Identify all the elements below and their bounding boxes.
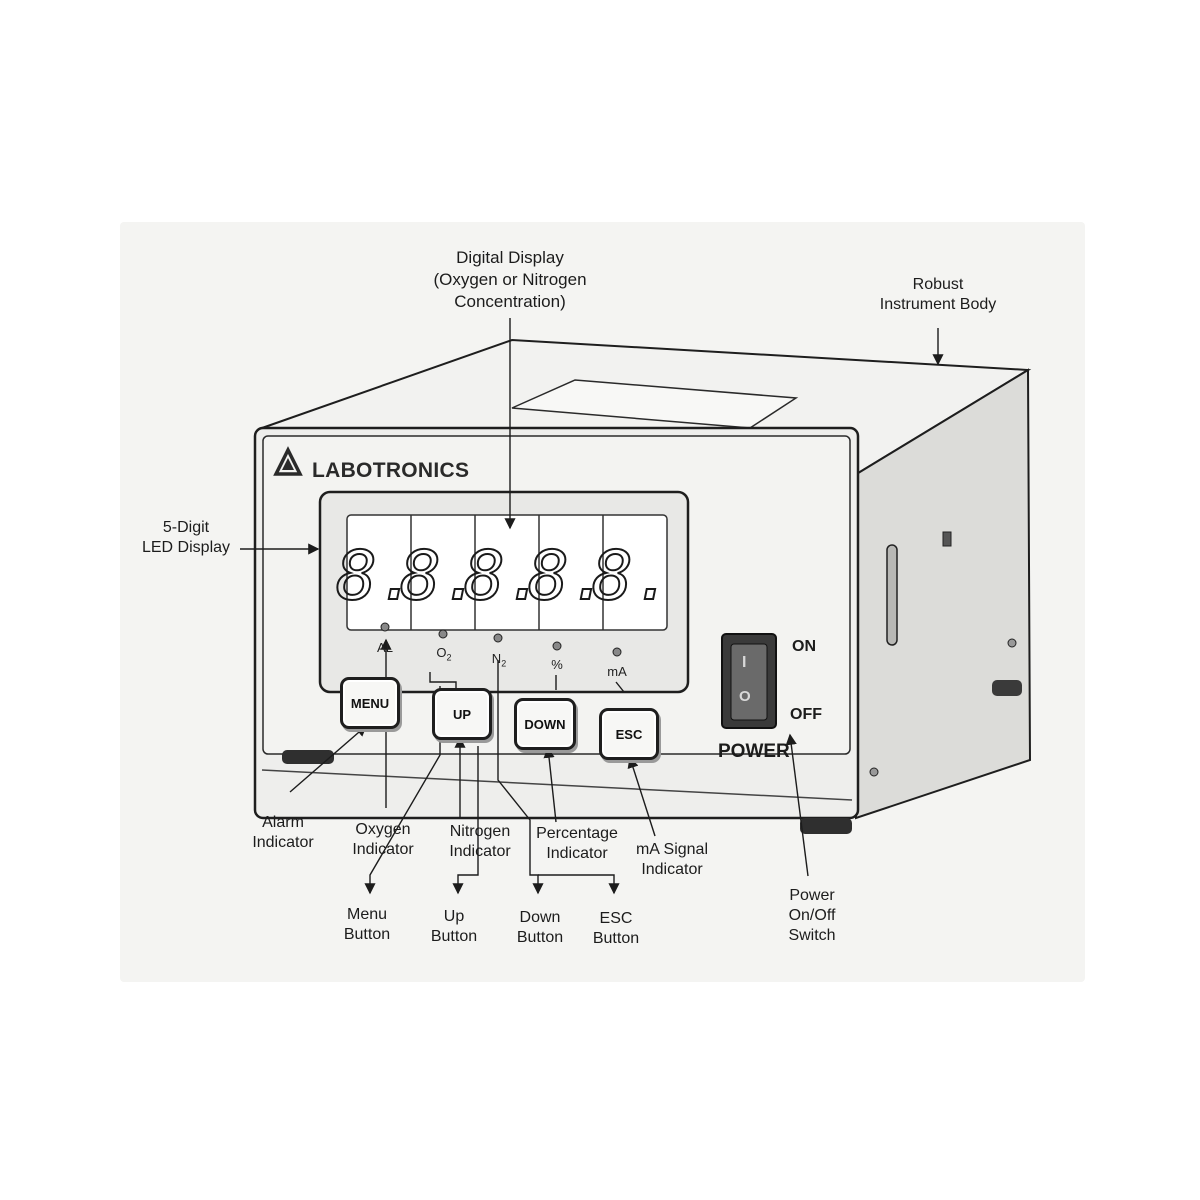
callout-up-button: Up Button [430, 908, 478, 945]
switch-glyph-on[interactable]: I [742, 654, 747, 671]
callout-oxygen: Oxygen Indicator [352, 821, 414, 858]
led-digit: 8. [592, 537, 674, 616]
leader-down-button [497, 660, 544, 895]
switch-glyph-off[interactable]: O [739, 688, 751, 705]
led-ma [612, 647, 622, 657]
callout-robust-body: Robust Instrument Body [879, 276, 997, 313]
indicator-label-pct: % [551, 657, 563, 672]
leader-alarm [289, 725, 368, 793]
logo-icon [273, 446, 303, 476]
callout-esc-button: ESC Button [592, 910, 640, 947]
power-label: POWER [718, 741, 790, 762]
side-screw-top [1007, 638, 1017, 648]
callout-ma-signal: mA Signal Indicator [635, 841, 709, 878]
side-screw-bottom [869, 767, 879, 777]
callout-down-button: Down Button [516, 909, 564, 946]
leader-ma-bracket [615, 681, 625, 693]
side-vent-slot [886, 544, 898, 646]
leader-o2-bracket [429, 672, 457, 690]
callout-led-display: 5-Digit LED Display [141, 519, 231, 556]
down-button[interactable]: DOWN [514, 698, 576, 750]
switch-rocker [730, 643, 768, 721]
foot-front-right [800, 818, 852, 834]
callout-nitrogen: Nitrogen Indicator [449, 823, 511, 860]
foot-back-right [992, 680, 1022, 696]
callout-power-switch: Power On/Off Switch [788, 887, 836, 944]
switch-off-label: OFF [790, 706, 822, 723]
up-button[interactable]: UP [432, 688, 492, 740]
indicator-label-o2: O2 [436, 645, 452, 663]
leader-power-switch [785, 733, 809, 877]
leader-esc-button [538, 874, 620, 895]
switch-on-label: ON [792, 638, 816, 655]
led-digit: 8. [400, 537, 482, 616]
side-port [942, 531, 952, 547]
callout-percentage: Percentage Indicator [536, 825, 618, 862]
led-digit: 8. [464, 537, 546, 616]
foot-front-left [282, 750, 334, 764]
led-al [380, 622, 390, 632]
leader-percentage [543, 746, 557, 823]
brand-name: LABOTRONICS [312, 459, 470, 482]
callout-menu-button: Menu Button [343, 906, 391, 943]
menu-button[interactable]: MENU [340, 677, 400, 729]
leader-up-button [452, 746, 479, 895]
callout-alarm: Alarm Indicator [252, 814, 314, 851]
indicator-label-ma: mA [607, 664, 627, 679]
indicator-label-n2: N2 [491, 651, 507, 669]
top-label-plate [511, 379, 799, 429]
led-o2 [438, 629, 448, 639]
indicator-label-al: AL [377, 640, 393, 655]
front-base-line [261, 769, 853, 801]
led-digit: 8. [528, 537, 610, 616]
esc-button[interactable]: ESC [599, 708, 659, 760]
led-digit: 8. [336, 537, 418, 616]
leader-ma-signal [627, 756, 656, 837]
led-pct [552, 641, 562, 651]
callout-digital-display: Digital Display (Oxygen or Nitrogen Conc… [433, 248, 587, 311]
led-n2 [493, 633, 503, 643]
digit-panel [346, 514, 668, 631]
